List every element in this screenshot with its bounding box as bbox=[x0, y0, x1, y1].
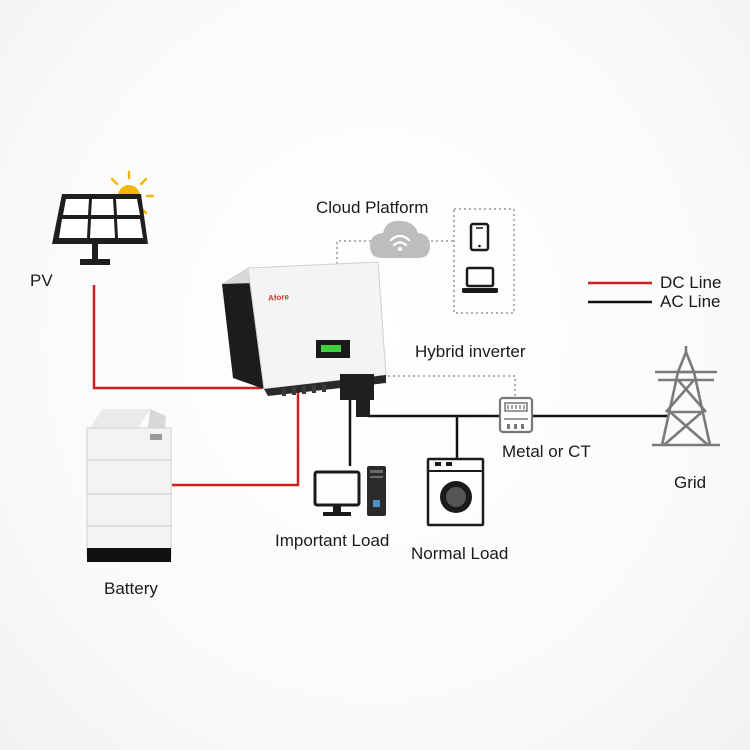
normal-load-label: Normal Load bbox=[411, 544, 509, 563]
dotted-link-inverter-meter bbox=[378, 375, 516, 398]
meter-label: Metal or CT bbox=[502, 442, 591, 461]
battery-label: Battery bbox=[104, 579, 158, 598]
router-icon bbox=[367, 466, 386, 516]
phone-icon bbox=[469, 222, 490, 252]
legend-dc-line-label: DC Line bbox=[660, 273, 722, 292]
grid-label: Grid bbox=[674, 473, 707, 492]
meter-icon bbox=[498, 396, 534, 434]
inverter-icon bbox=[222, 261, 387, 417]
laptop-icon bbox=[462, 266, 498, 293]
cloud-wifi-icon bbox=[370, 220, 430, 258]
pv-label: PV bbox=[30, 271, 53, 290]
washing-machine-icon bbox=[426, 457, 485, 527]
pylon-icon bbox=[652, 346, 720, 447]
important-load-label: Important Load bbox=[275, 531, 390, 550]
solar-panel-icon bbox=[52, 194, 148, 265]
cloud-platform-label: Cloud Platform bbox=[316, 198, 429, 217]
dc-line-pv bbox=[92, 285, 262, 390]
devices-dotted-box bbox=[453, 208, 515, 314]
legend-ac-line-label: AC Line bbox=[660, 292, 721, 311]
battery-stack-icon bbox=[86, 409, 172, 562]
dc-line-battery bbox=[172, 392, 300, 487]
inverter-brand-label: Afore bbox=[267, 292, 290, 303]
monitor-icon bbox=[313, 470, 361, 516]
hybrid-inverter-label: Hybrid inverter bbox=[415, 342, 526, 361]
